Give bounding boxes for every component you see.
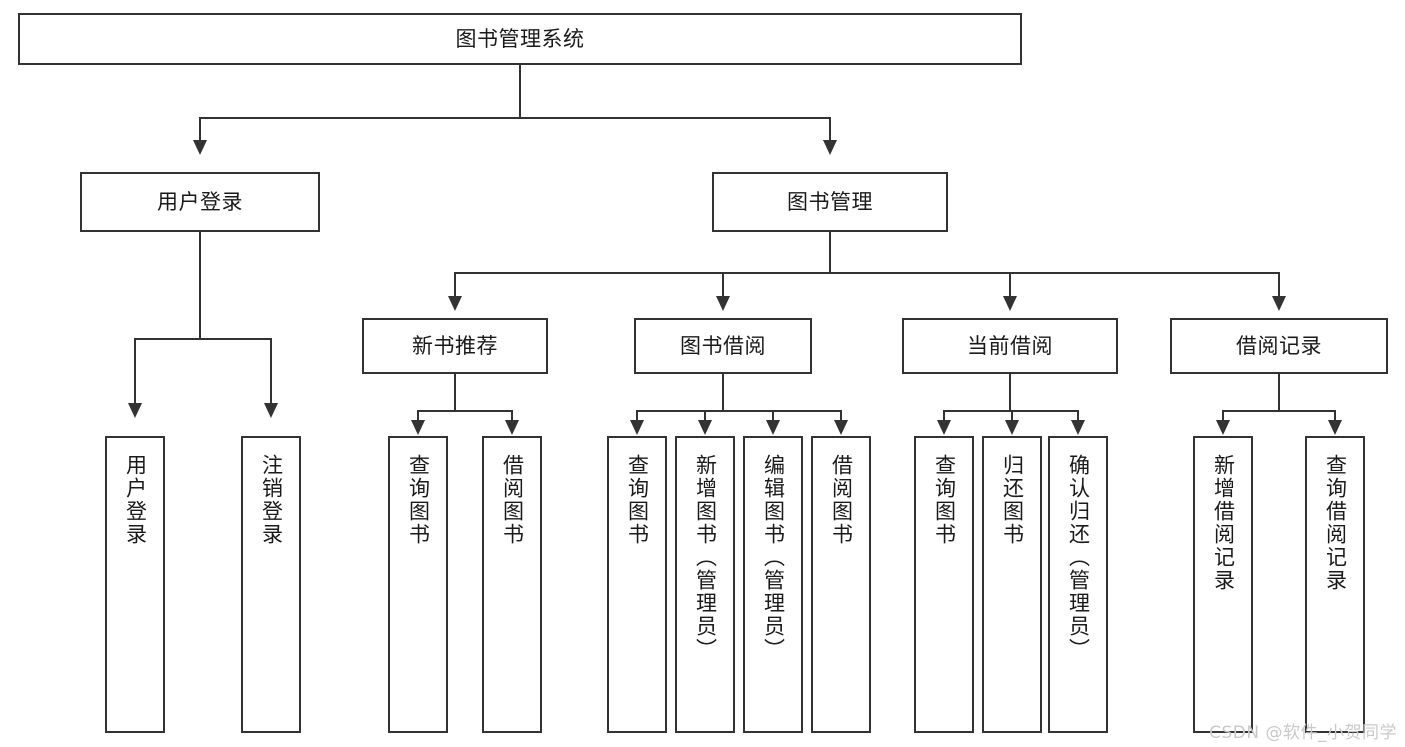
node-label: 新增借阅记录	[1211, 454, 1236, 592]
connector-book-borrow-to-leaf-0	[636, 410, 638, 422]
leaf-node-current-borrow-return-book: 归还图书	[982, 436, 1042, 733]
connector-bm-to-borrow-record	[1278, 272, 1280, 298]
connector-new-book-stem	[454, 374, 456, 412]
connector-book-management-stem	[829, 232, 831, 274]
connector-user-login-to-leaf-0	[134, 338, 136, 405]
connector-current-borrow-to-leaf-2	[1077, 410, 1079, 422]
arrow-current-borrow-to-leaf-0	[937, 420, 951, 435]
arrow-current-borrow-to-leaf-1	[1005, 420, 1019, 435]
node-new-book-recommend: 新书推荐	[362, 318, 548, 374]
connector-new-book-to-leaf-1	[511, 410, 513, 422]
connector-book-borrow-stem	[722, 374, 724, 412]
connector-bm-to-current-borrow	[1009, 272, 1011, 298]
connector-current-borrow-to-leaf-0	[943, 410, 945, 422]
leaf-node-current-borrow-query-book: 查询图书	[914, 436, 974, 733]
connector-user-login-to-leaf-1	[270, 338, 272, 405]
node-book-borrow: 图书借阅	[634, 318, 812, 374]
leaf-node-current-borrow-confirm-return: 确认归还（管理员）	[1048, 436, 1108, 733]
node-label: 用户登录	[157, 189, 243, 214]
connector-borrow-record-to-leaf-1	[1334, 410, 1336, 422]
leaf-node-user-login-logout: 注销登录	[241, 436, 301, 733]
connector-user-login-bus	[134, 338, 272, 340]
connector-borrow-record-to-leaf-0	[1222, 410, 1224, 422]
arrow-borrow-record-to-leaf-0	[1216, 420, 1230, 435]
watermark-text: CSDN @软件_小贺同学	[1209, 723, 1397, 743]
node-label: 用户登录	[123, 454, 148, 546]
node-borrow-record: 借阅记录	[1170, 318, 1388, 374]
node-label: 查询借阅记录	[1323, 454, 1348, 592]
connector-book-management-bus	[454, 272, 1280, 274]
node-label: 归还图书	[1000, 454, 1025, 546]
connector-root-to-user-login	[199, 117, 201, 142]
node-book-management: 图书管理	[712, 172, 948, 232]
node-label: 查询图书	[406, 454, 431, 546]
connector-new-book-bus	[417, 410, 513, 412]
arrow-book-borrow-to-leaf-2	[766, 420, 780, 435]
node-root-system: 图书管理系统	[18, 13, 1022, 65]
arrow-bm-to-borrow-record	[1272, 296, 1286, 311]
arrow-borrow-record-to-leaf-1	[1328, 420, 1342, 435]
arrow-new-book-to-leaf-1	[505, 420, 519, 435]
connector-root-bus	[199, 117, 831, 119]
connector-bm-to-book-borrow	[722, 272, 724, 298]
connector-current-borrow-bus	[943, 410, 1077, 412]
arrow-bm-to-new-book	[448, 296, 462, 311]
leaf-node-book-borrow-borrow-book: 借阅图书	[811, 436, 871, 733]
leaf-node-borrow-record-query-record: 查询借阅记录	[1305, 436, 1365, 733]
connector-borrow-record-bus	[1222, 410, 1336, 412]
arrow-bm-to-book-borrow	[716, 296, 730, 311]
connector-root-to-book-manage	[829, 117, 831, 142]
leaf-node-book-borrow-add-book: 新增图书（管理员）	[675, 436, 735, 733]
node-label: 确认归还（管理员）	[1066, 454, 1091, 661]
node-label: 新书推荐	[412, 333, 498, 358]
arrow-book-borrow-to-leaf-1	[698, 420, 712, 435]
leaf-node-user-login-login: 用户登录	[105, 436, 165, 733]
leaf-node-book-borrow-query-book: 查询图书	[607, 436, 667, 733]
node-user-login: 用户登录	[80, 172, 320, 232]
leaf-node-new-book-query-book: 查询图书	[388, 436, 448, 733]
leaf-node-borrow-record-add-record: 新增借阅记录	[1193, 436, 1253, 733]
leaf-node-new-book-borrow-book: 借阅图书	[482, 436, 542, 733]
leaf-node-book-borrow-edit-book: 编辑图书（管理员）	[743, 436, 803, 733]
arrow-user-login-to-leaf-0	[128, 403, 142, 418]
node-label: 借阅图书	[829, 454, 854, 546]
arrow-book-borrow-to-leaf-0	[630, 420, 644, 435]
connector-new-book-to-leaf-0	[417, 410, 419, 422]
node-label: 图书管理系统	[455, 26, 585, 51]
node-label: 注销登录	[259, 454, 284, 546]
node-label: 借阅图书	[500, 454, 525, 546]
arrow-new-book-to-leaf-0	[411, 420, 425, 435]
arrow-book-borrow-to-leaf-3	[834, 420, 848, 435]
connector-book-borrow-bus	[636, 410, 842, 412]
node-current-borrow: 当前借阅	[902, 318, 1118, 374]
node-label: 编辑图书（管理员）	[761, 454, 786, 661]
arrow-bm-to-current-borrow	[1003, 296, 1017, 311]
connector-bm-to-new-book	[454, 272, 456, 298]
node-label: 查询图书	[625, 454, 650, 546]
arrow-root-to-book-manage	[823, 140, 837, 155]
connector-root-stem	[519, 65, 521, 117]
connector-borrow-record-stem	[1278, 374, 1280, 412]
connector-book-borrow-to-leaf-3	[840, 410, 842, 422]
node-label: 图书管理	[787, 189, 873, 214]
arrow-user-login-to-leaf-1	[264, 403, 278, 418]
node-label: 查询图书	[932, 454, 957, 546]
node-label: 当前借阅	[967, 333, 1053, 358]
connector-current-borrow-stem	[1009, 374, 1011, 412]
node-label: 借阅记录	[1236, 333, 1322, 358]
connector-book-borrow-to-leaf-2	[772, 410, 774, 422]
arrow-current-borrow-to-leaf-2	[1071, 420, 1085, 435]
connector-current-borrow-to-leaf-1	[1011, 410, 1013, 422]
node-label: 新增图书（管理员）	[693, 454, 718, 661]
connector-book-borrow-to-leaf-1	[704, 410, 706, 422]
arrow-root-to-user-login	[193, 140, 207, 155]
connector-user-login-stem	[199, 232, 201, 340]
node-label: 图书借阅	[680, 333, 766, 358]
